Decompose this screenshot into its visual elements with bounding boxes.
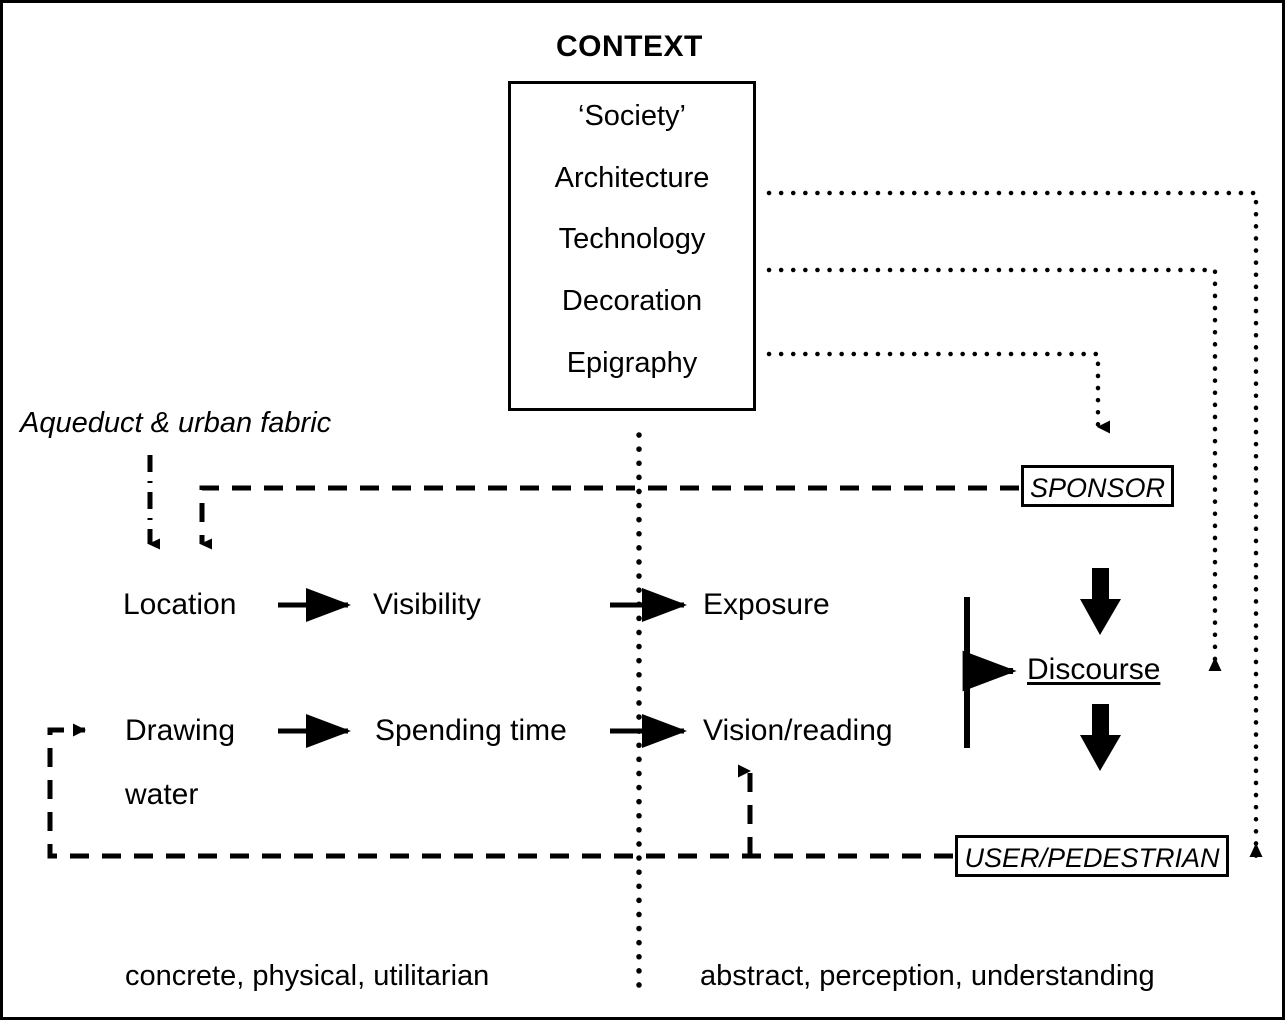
- dotted-connector-context-to-sponsor: [766, 351, 1110, 434]
- connector-layer: [47, 190, 1263, 992]
- user-pedestrian-label: USER/PEDESTRIAN: [964, 843, 1220, 873]
- flow-node-spending-time: Spending time: [375, 714, 567, 747]
- flow-node-visibility: Visibility: [373, 588, 481, 621]
- flow-node-water: water: [125, 778, 199, 811]
- flow-node-exposure: Exposure: [703, 588, 830, 621]
- dotted-connector-context-to-user: [766, 190, 1263, 859]
- bracket-into-discourse: [962, 597, 1017, 748]
- user-pedestrian-box: [955, 835, 1229, 877]
- discourse-label: Discourse: [1027, 653, 1161, 686]
- context-title: CONTEXT: [556, 30, 703, 63]
- context-box: [508, 81, 756, 411]
- context-item-society: ‘Society’: [578, 100, 686, 132]
- axis-label-concrete: concrete, physical, utilitarian: [125, 960, 490, 992]
- dotted-connector-context-to-discourse: [766, 267, 1222, 673]
- context-item-decoration: Decoration: [561, 285, 703, 317]
- flow-node-location: Location: [123, 588, 237, 621]
- sponsor-label: SPONSOR: [1029, 473, 1166, 503]
- context-item-technology: Technology: [558, 223, 706, 255]
- aqueduct-source-label: Aqueduct & urban fabric: [20, 407, 332, 439]
- flow-node-vision-reading: Vision/reading: [703, 714, 893, 747]
- dashed-connector-sponsor-to-location: [199, 485, 1019, 550]
- block-arrow-sponsor-to-discourse: [1080, 568, 1121, 635]
- context-item-architecture: Architecture: [554, 162, 710, 194]
- dashed-connector-user-bottom-rail: [47, 723, 953, 859]
- sponsor-box: [1021, 465, 1174, 507]
- flow-node-drawing: Drawing: [125, 714, 236, 747]
- block-arrow-discourse-to-user: [1080, 704, 1121, 771]
- context-item-epigraphy: Epigraphy: [566, 347, 698, 379]
- axis-label-abstract: abstract, perception, understanding: [700, 960, 1155, 992]
